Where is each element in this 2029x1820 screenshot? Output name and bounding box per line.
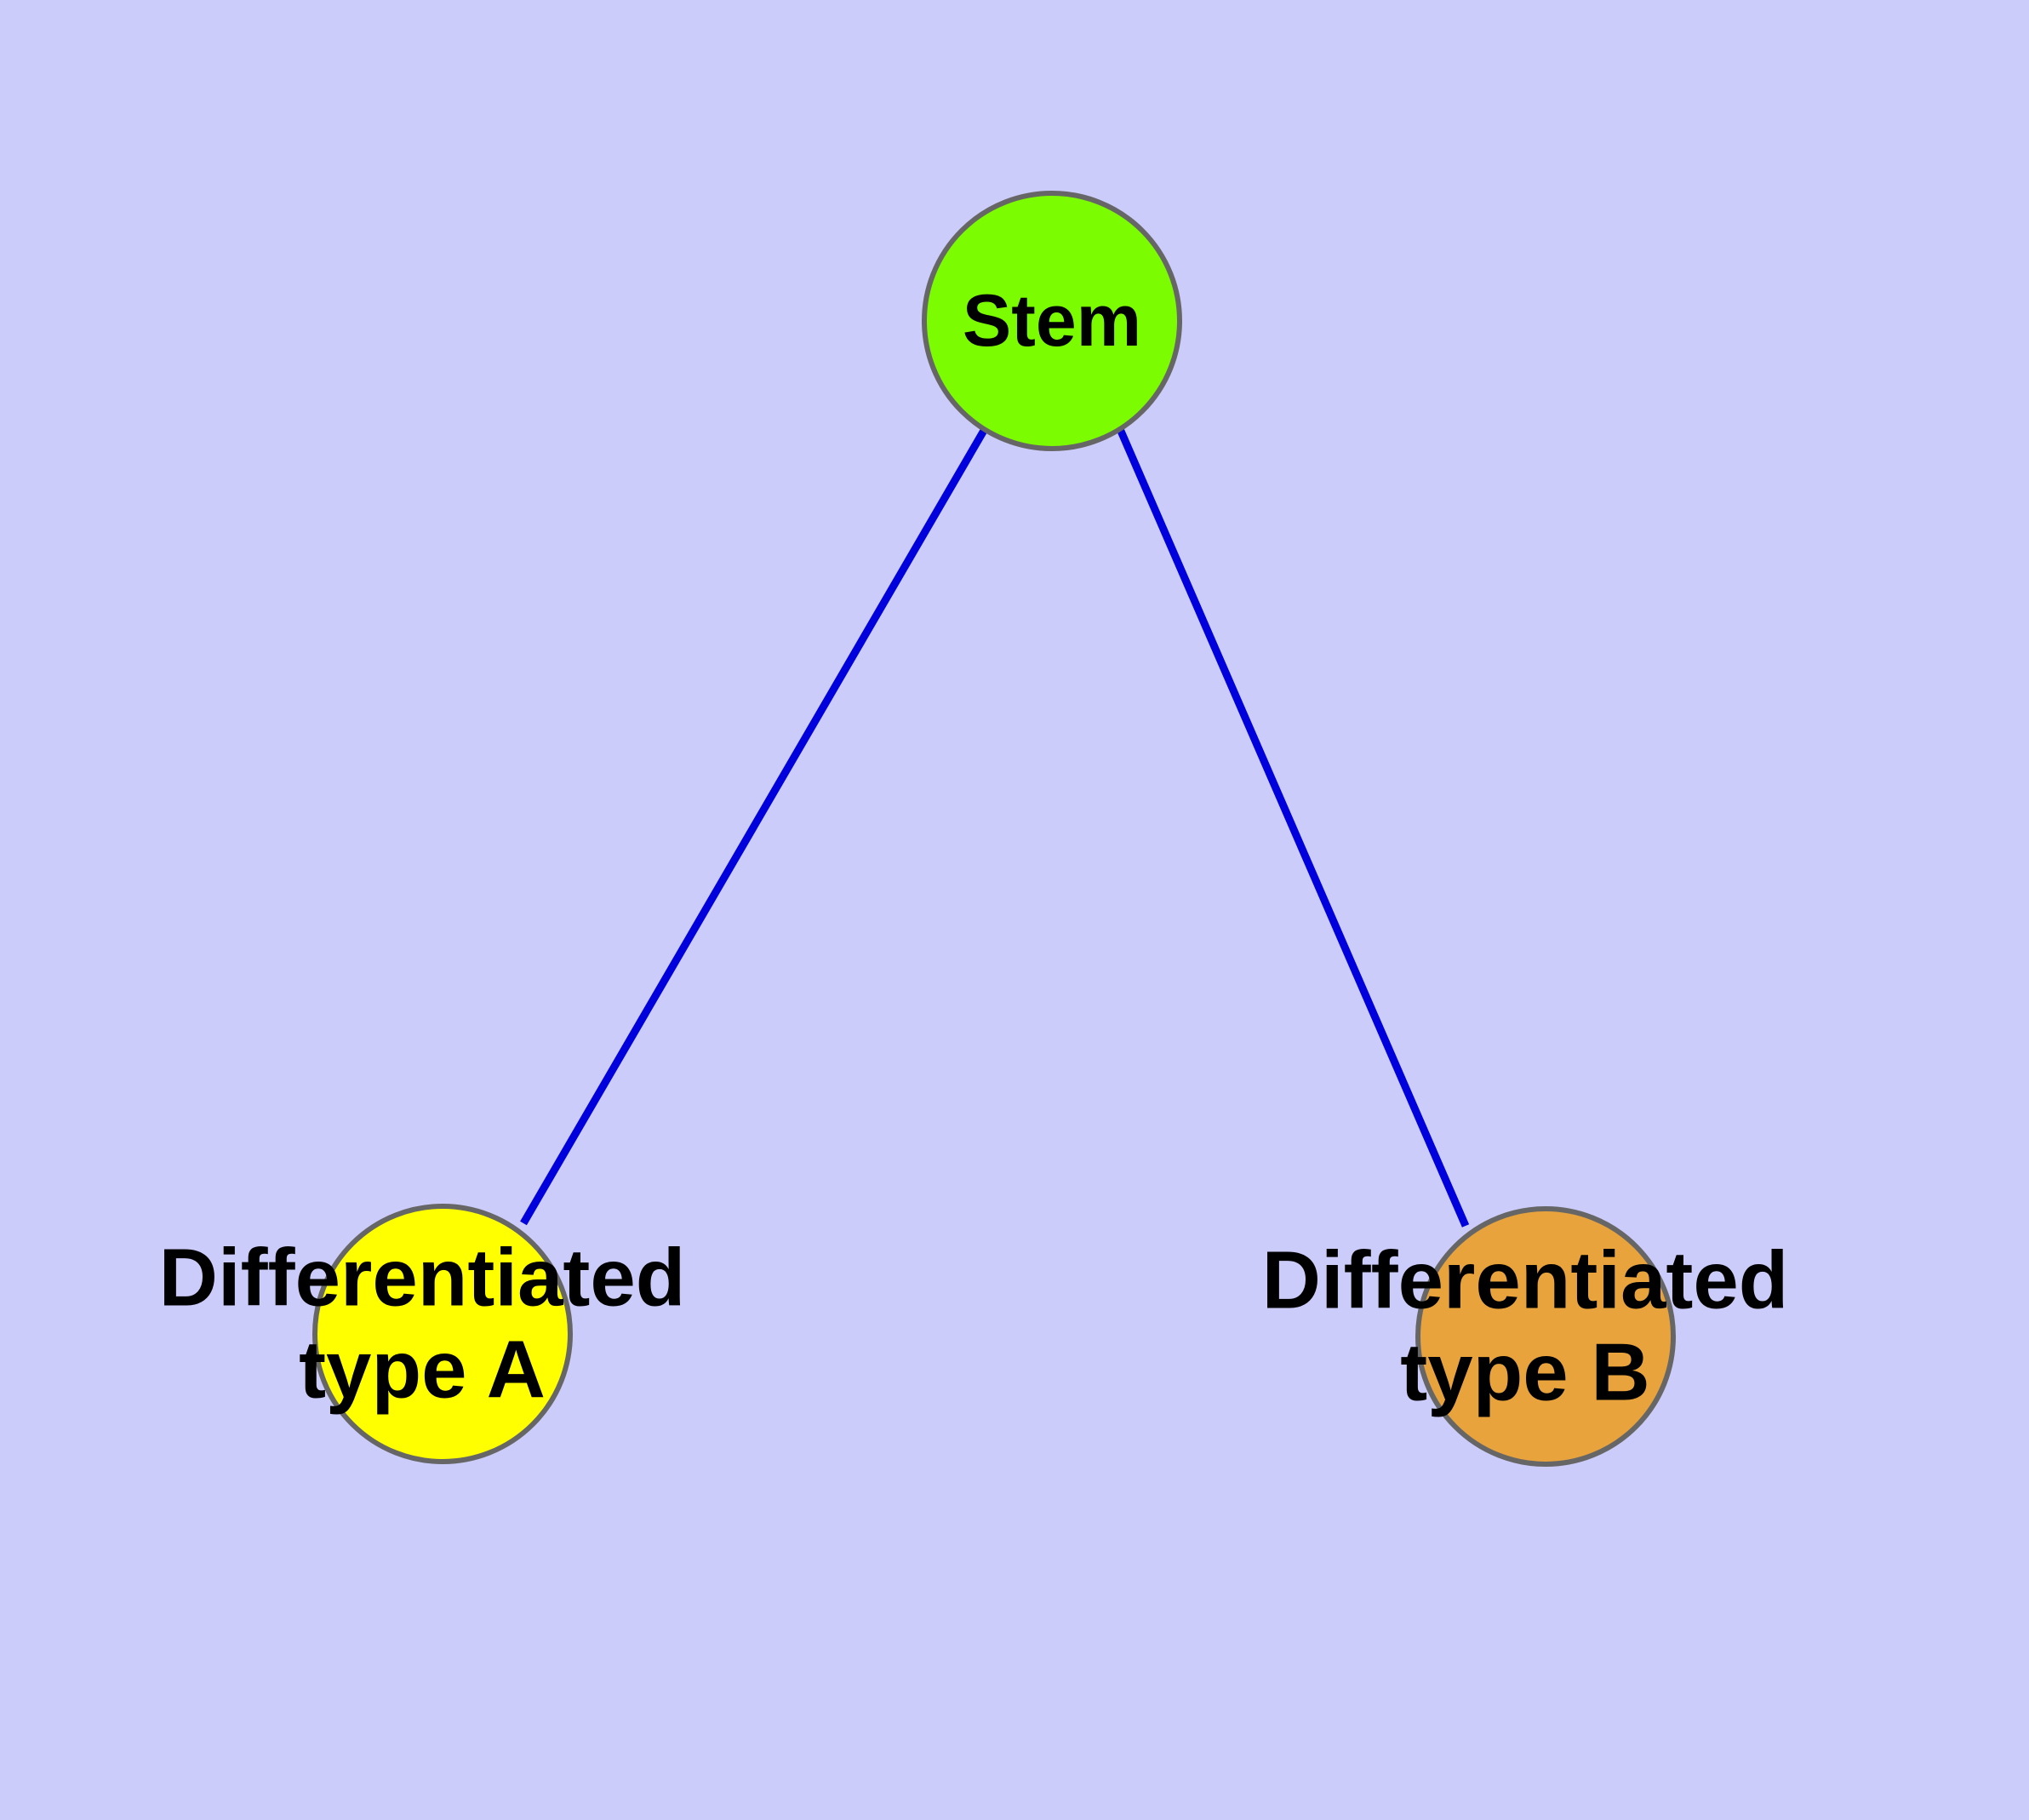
edge-layer <box>520 426 1470 1228</box>
node-layer <box>312 191 1676 1467</box>
edge-stem-to-differentiated-type-a[interactable] <box>520 426 988 1226</box>
edge-stem-to-differentiated-type-b[interactable] <box>1116 427 1470 1228</box>
node-differentiated-type-a[interactable] <box>312 1204 573 1464</box>
node-differentiated-type-b[interactable] <box>1415 1206 1676 1467</box>
node-stem[interactable] <box>922 191 1182 451</box>
